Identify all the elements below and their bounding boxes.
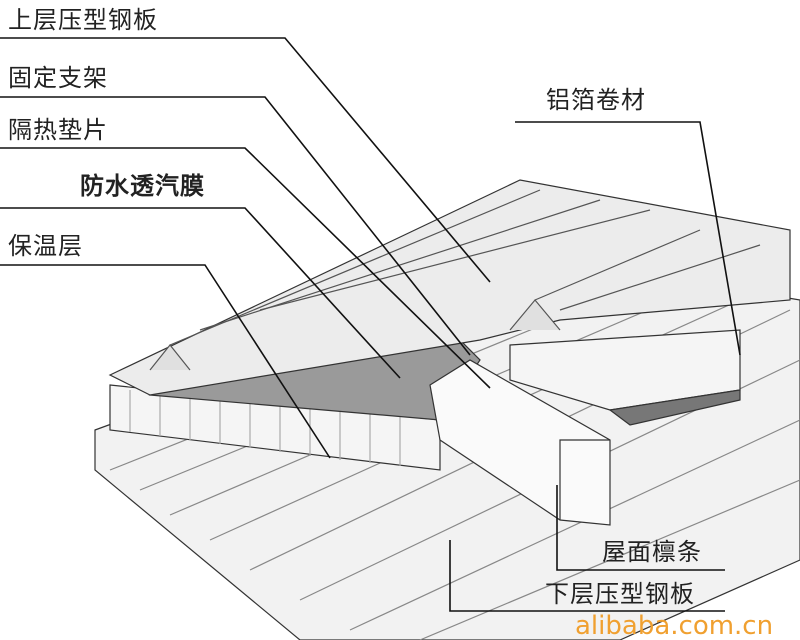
label-upper-sheet: 上层压型钢板	[8, 6, 158, 34]
leader-lower-sheet	[449, 540, 725, 612]
upper-sheet-shape	[108, 179, 791, 396]
leader-purlin	[556, 485, 725, 571]
leader-lines	[0, 37, 741, 612]
leader-upper-sheet	[0, 37, 491, 283]
label-thermal-pad: 隔热垫片	[8, 116, 108, 144]
label-fixed-bracket: 固定支架	[8, 64, 108, 92]
leader-membrane	[0, 207, 401, 379]
watermark: alibaba.com.cn	[575, 611, 774, 640]
leader-fixed-bracket	[0, 96, 471, 356]
label-purlin: 屋面檩条	[602, 538, 702, 566]
leader-thermal-pad	[0, 147, 491, 389]
purlin-shape	[429, 359, 611, 526]
label-breathable-membrane: 防水透汽膜	[80, 172, 205, 200]
foil-shape	[608, 389, 741, 426]
leader-insulation	[0, 264, 331, 459]
label-foil: 铝箔卷材	[546, 86, 646, 114]
insulation-texture	[129, 390, 401, 466]
upper-sheet-ribs	[149, 189, 761, 371]
label-lower-sheet: 下层压型钢板	[545, 580, 695, 608]
leader-foil	[515, 121, 741, 356]
label-insulation: 保温层	[8, 232, 83, 260]
purlin-flange	[559, 439, 610, 520]
